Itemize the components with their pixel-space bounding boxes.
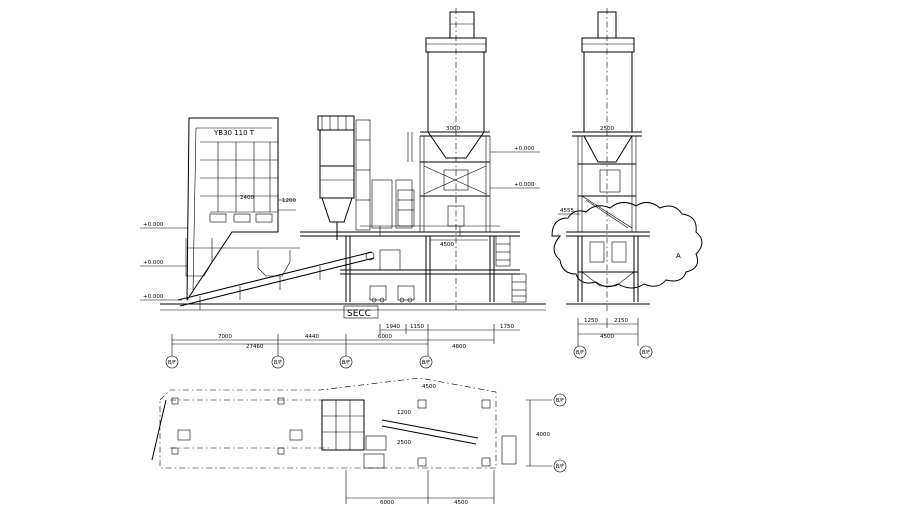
revision-cloud	[551, 202, 703, 289]
plan-bottom-dim-1: 6000	[380, 500, 394, 506]
small-dim-a: 2400	[240, 195, 254, 201]
side-top-dim: 2500	[600, 126, 614, 132]
grid-bubble-4: B/F	[422, 360, 430, 366]
plan-inner-dim-1: 1200	[397, 410, 411, 416]
side-grid-bubble-1: B/F	[576, 350, 584, 356]
plan-grid-bubble-2: B/F	[556, 464, 564, 470]
dim-6000: 6000	[378, 334, 392, 340]
dim-4800: 4800	[452, 344, 466, 350]
cement-silo: 3000	[397, 8, 491, 310]
side-bottom-dim-1: 1250	[584, 318, 598, 324]
dim-1940: 1940	[386, 324, 400, 330]
dim-4440: 4440	[305, 334, 319, 340]
plan-inner-dim-2: 2500	[397, 440, 411, 446]
small-dim-d: 3000	[446, 126, 460, 132]
grid-bubble-1: B/F	[168, 360, 176, 366]
dim-27460: 27460	[246, 344, 264, 350]
grid-bubble-2: B/F	[274, 360, 282, 366]
front-elevation: YB30 110 T 2400 1200	[140, 8, 546, 369]
inclined-belt-conveyor	[177, 251, 375, 310]
small-dim-c: 4500	[440, 242, 454, 248]
dim-1750: 1750	[500, 324, 514, 330]
equipment-label: YB30 110 T	[213, 129, 255, 137]
mixing-building-frame: 4500	[300, 179, 527, 303]
section-label: SECC	[347, 309, 371, 319]
level-marker-3: +0.000	[143, 294, 164, 300]
aggregate-bin-structure: YB30 110 T 2400 1200	[185, 117, 300, 301]
plan-view: 4500 1200 2500 4000 B/F B/F 6000 4500	[151, 377, 567, 506]
side-elevation: 2500 4555 A 1250 2150 4500	[551, 8, 703, 359]
dust-collector	[317, 115, 371, 240]
side-left-dim: 4555	[560, 208, 574, 214]
tower-level-2: +0.000	[514, 182, 535, 188]
plan-bottom-dim-2: 4500	[454, 500, 468, 506]
cloud-mark: A	[676, 252, 681, 260]
level-marker-2: +0.000	[143, 260, 164, 266]
plan-right-dim: 4000	[536, 432, 550, 438]
plan-grid-bubble-1: B/F	[556, 398, 564, 404]
side-overall-dim: 4500	[600, 334, 614, 340]
plan-top-dim: 4500	[422, 384, 436, 390]
grid-bubble-3: B/F	[342, 360, 350, 366]
tower-level-1: +0.000	[514, 146, 535, 152]
dim-7000: 7000	[218, 334, 232, 340]
small-dim-b: 1200	[282, 198, 296, 204]
level-markers: +0.000 +0.000 +0.000 +0.000 +0.000	[140, 146, 540, 301]
front-dimensions: 1940 1150 1750 7000 4440 6000 4800 27460	[171, 324, 520, 356]
side-bottom-dim-2: 2150	[614, 318, 628, 324]
side-grid-bubble-2: B/F	[642, 350, 650, 356]
dim-1150: 1150	[410, 324, 424, 330]
level-marker-1: +0.000	[143, 222, 164, 228]
front-grid-bubbles: B/F B/F B/F B/F	[165, 355, 433, 369]
